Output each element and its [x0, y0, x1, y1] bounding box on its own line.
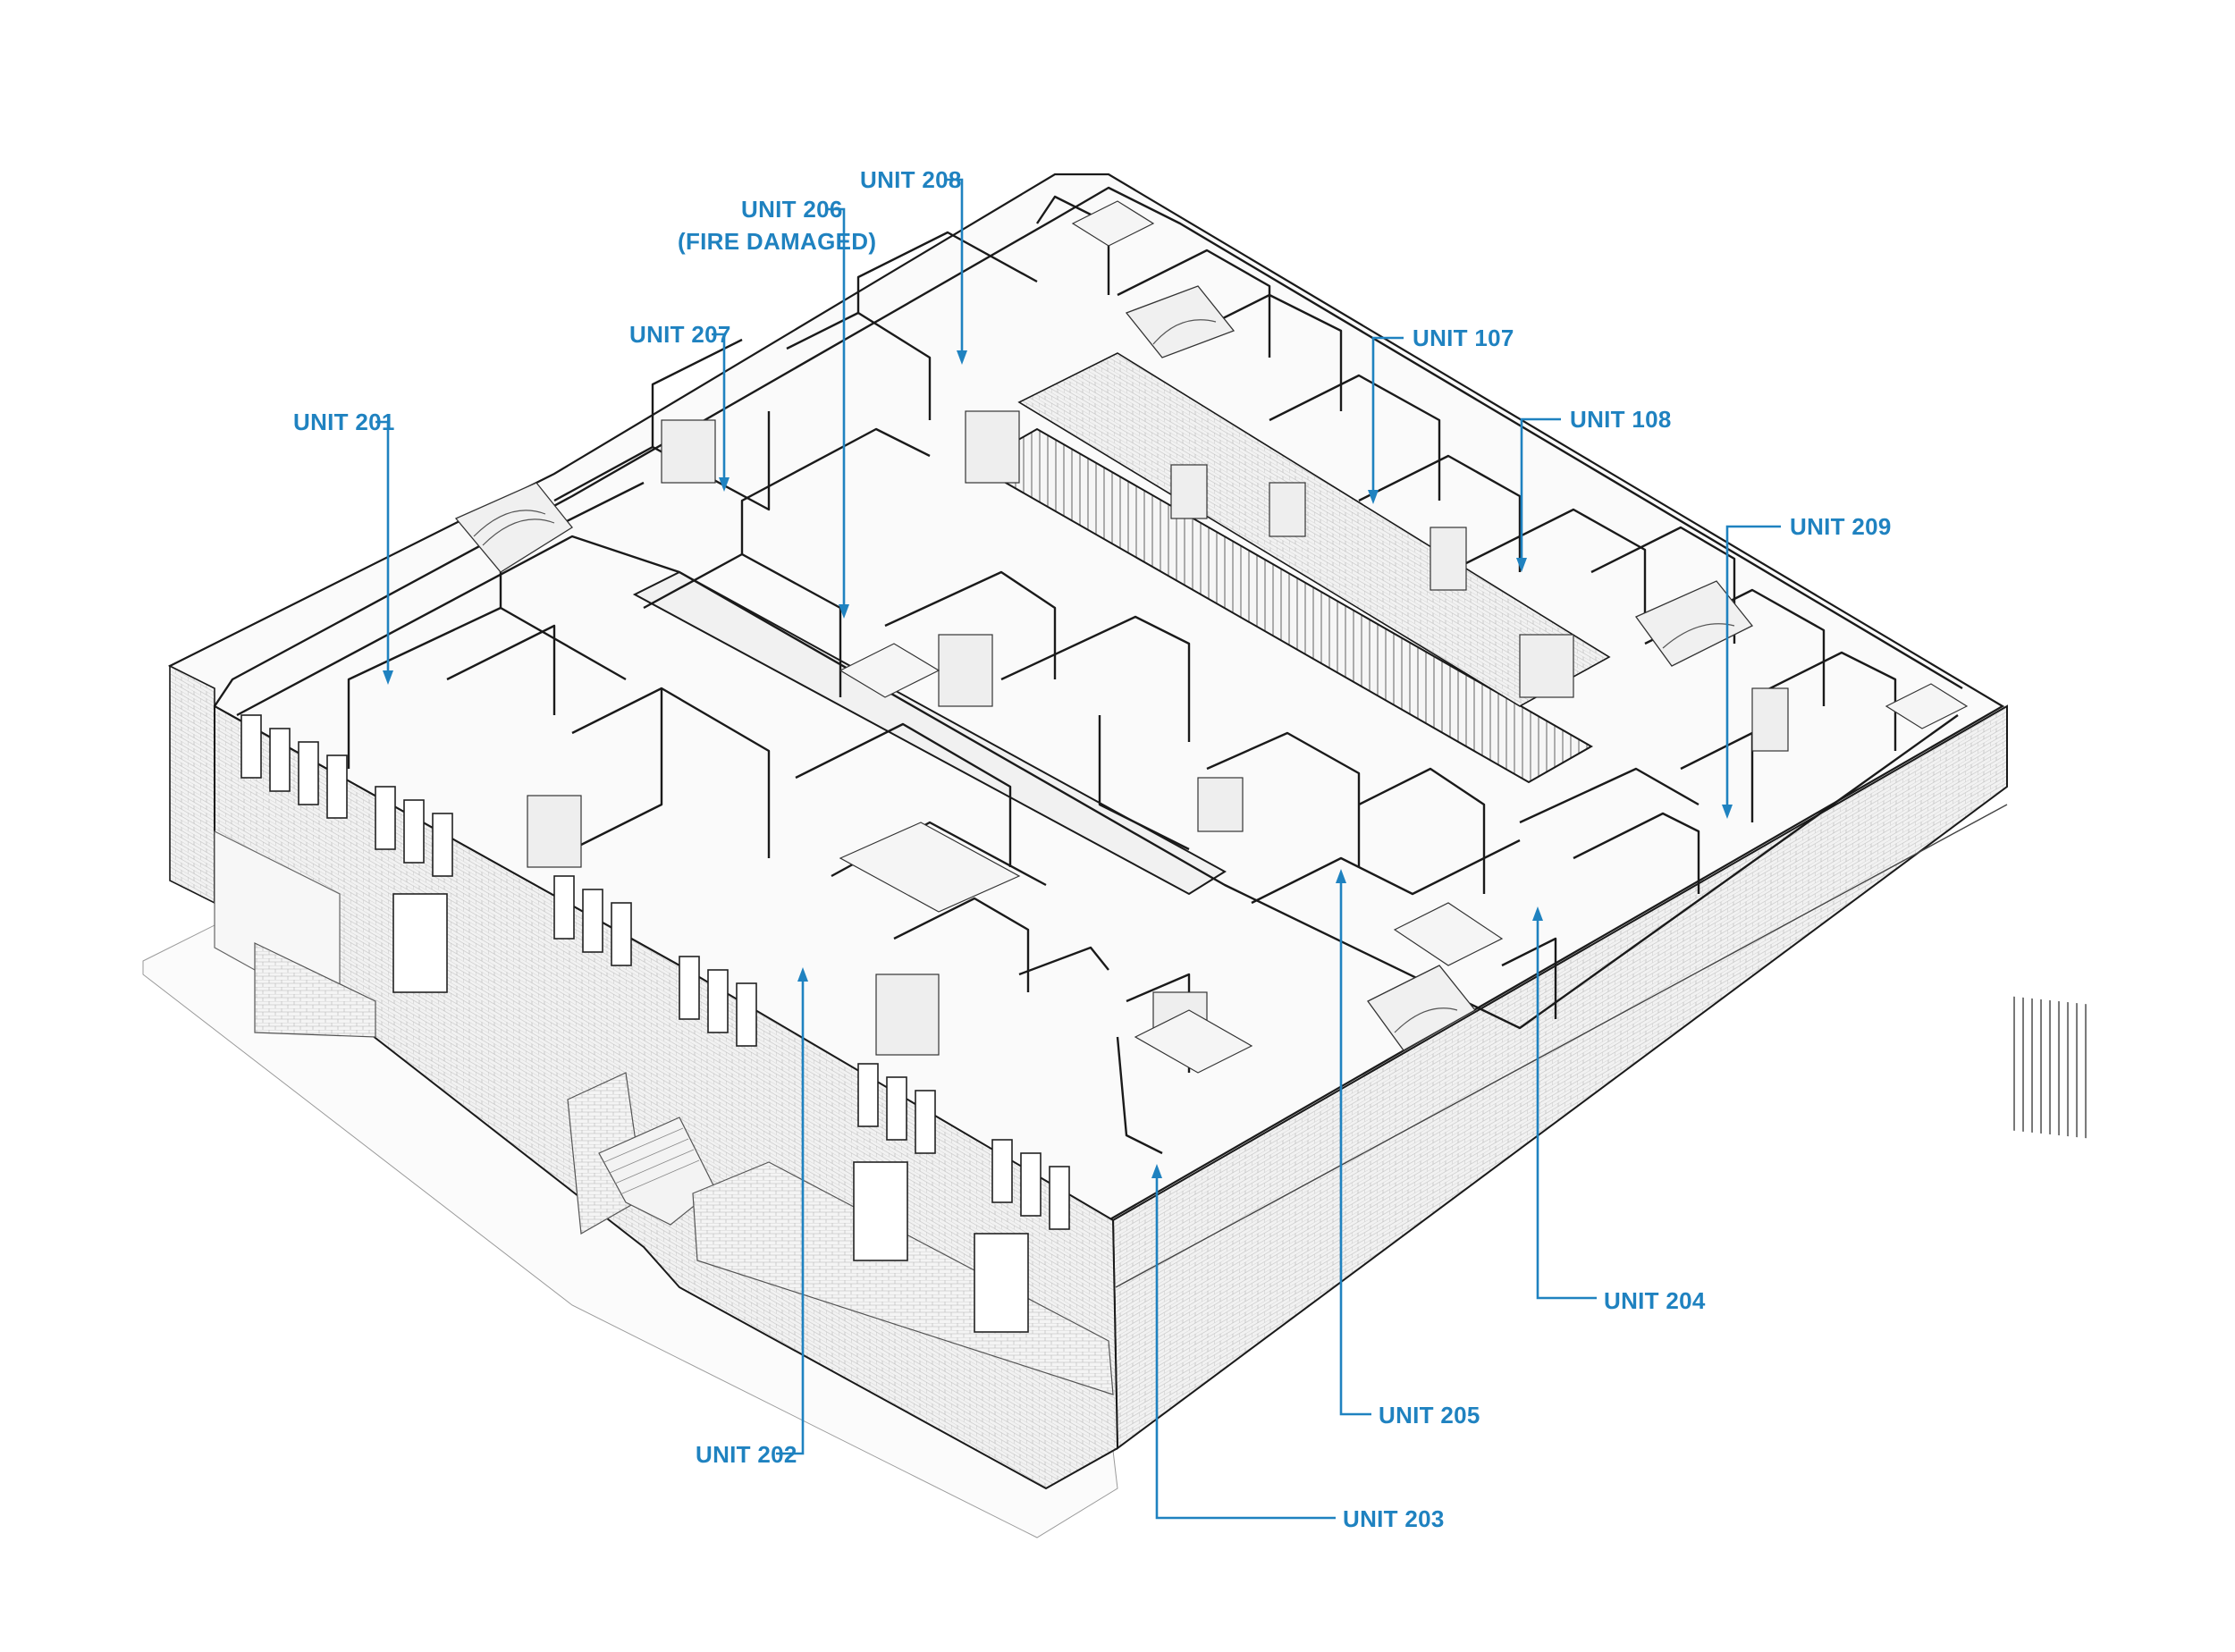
stairwell-left	[454, 482, 573, 573]
unit-209-text: UNIT 209	[1790, 513, 1892, 540]
courtyard-right-wall	[692, 1161, 1114, 1395]
label-unit-201: UNIT 201	[293, 409, 394, 685]
front-facade	[169, 664, 215, 905]
stairwell-center	[1367, 965, 1476, 1051]
unit-204-text: UNIT 204	[1604, 1287, 1706, 1314]
stair-treads	[603, 1127, 700, 1195]
unit-107-text: UNIT 107	[1413, 324, 1514, 351]
building-shell	[142, 173, 2087, 1538]
front-windows	[240, 714, 1070, 1333]
label-unit-107: UNIT 107	[1368, 324, 1514, 504]
label-unit-208: UNIT 208	[860, 166, 967, 365]
stairwell-rear	[1125, 285, 1236, 358]
interior-fixtures	[454, 200, 1969, 1074]
central-corridor	[632, 570, 1227, 896]
label-unit-203: UNIT 203	[1151, 1164, 1445, 1532]
label-unit-209: UNIT 209	[1722, 513, 1892, 819]
label-unit-206: UNIT 206 (FIRE DAMAGED)	[678, 196, 876, 619]
unit-labels: UNIT 208 UNIT 206 (FIRE DAMAGED) UNIT 20…	[293, 166, 1892, 1532]
label-unit-202: UNIT 202	[696, 967, 808, 1468]
site-fence	[2012, 996, 2087, 1139]
unit-205-text: UNIT 205	[1379, 1402, 1480, 1429]
courtyard-left-wall	[254, 942, 376, 1038]
label-unit-205: UNIT 205	[1336, 869, 1480, 1429]
unit-203-text: UNIT 203	[1343, 1505, 1445, 1532]
kitchen-units	[839, 200, 1969, 1074]
label-unit-204: UNIT 204	[1532, 906, 1706, 1314]
unit-206-note: (FIRE DAMAGED)	[678, 228, 876, 255]
interior-walls	[214, 186, 1963, 1155]
unit-206-text: UNIT 206	[741, 196, 843, 223]
unit-208-text: UNIT 208	[860, 166, 962, 193]
rear-walkway-wall	[1017, 352, 1611, 707]
label-unit-207: UNIT 207	[629, 321, 730, 492]
unit-108-text: UNIT 108	[1570, 406, 1672, 433]
label-unit-108: UNIT 108	[1516, 406, 1672, 572]
